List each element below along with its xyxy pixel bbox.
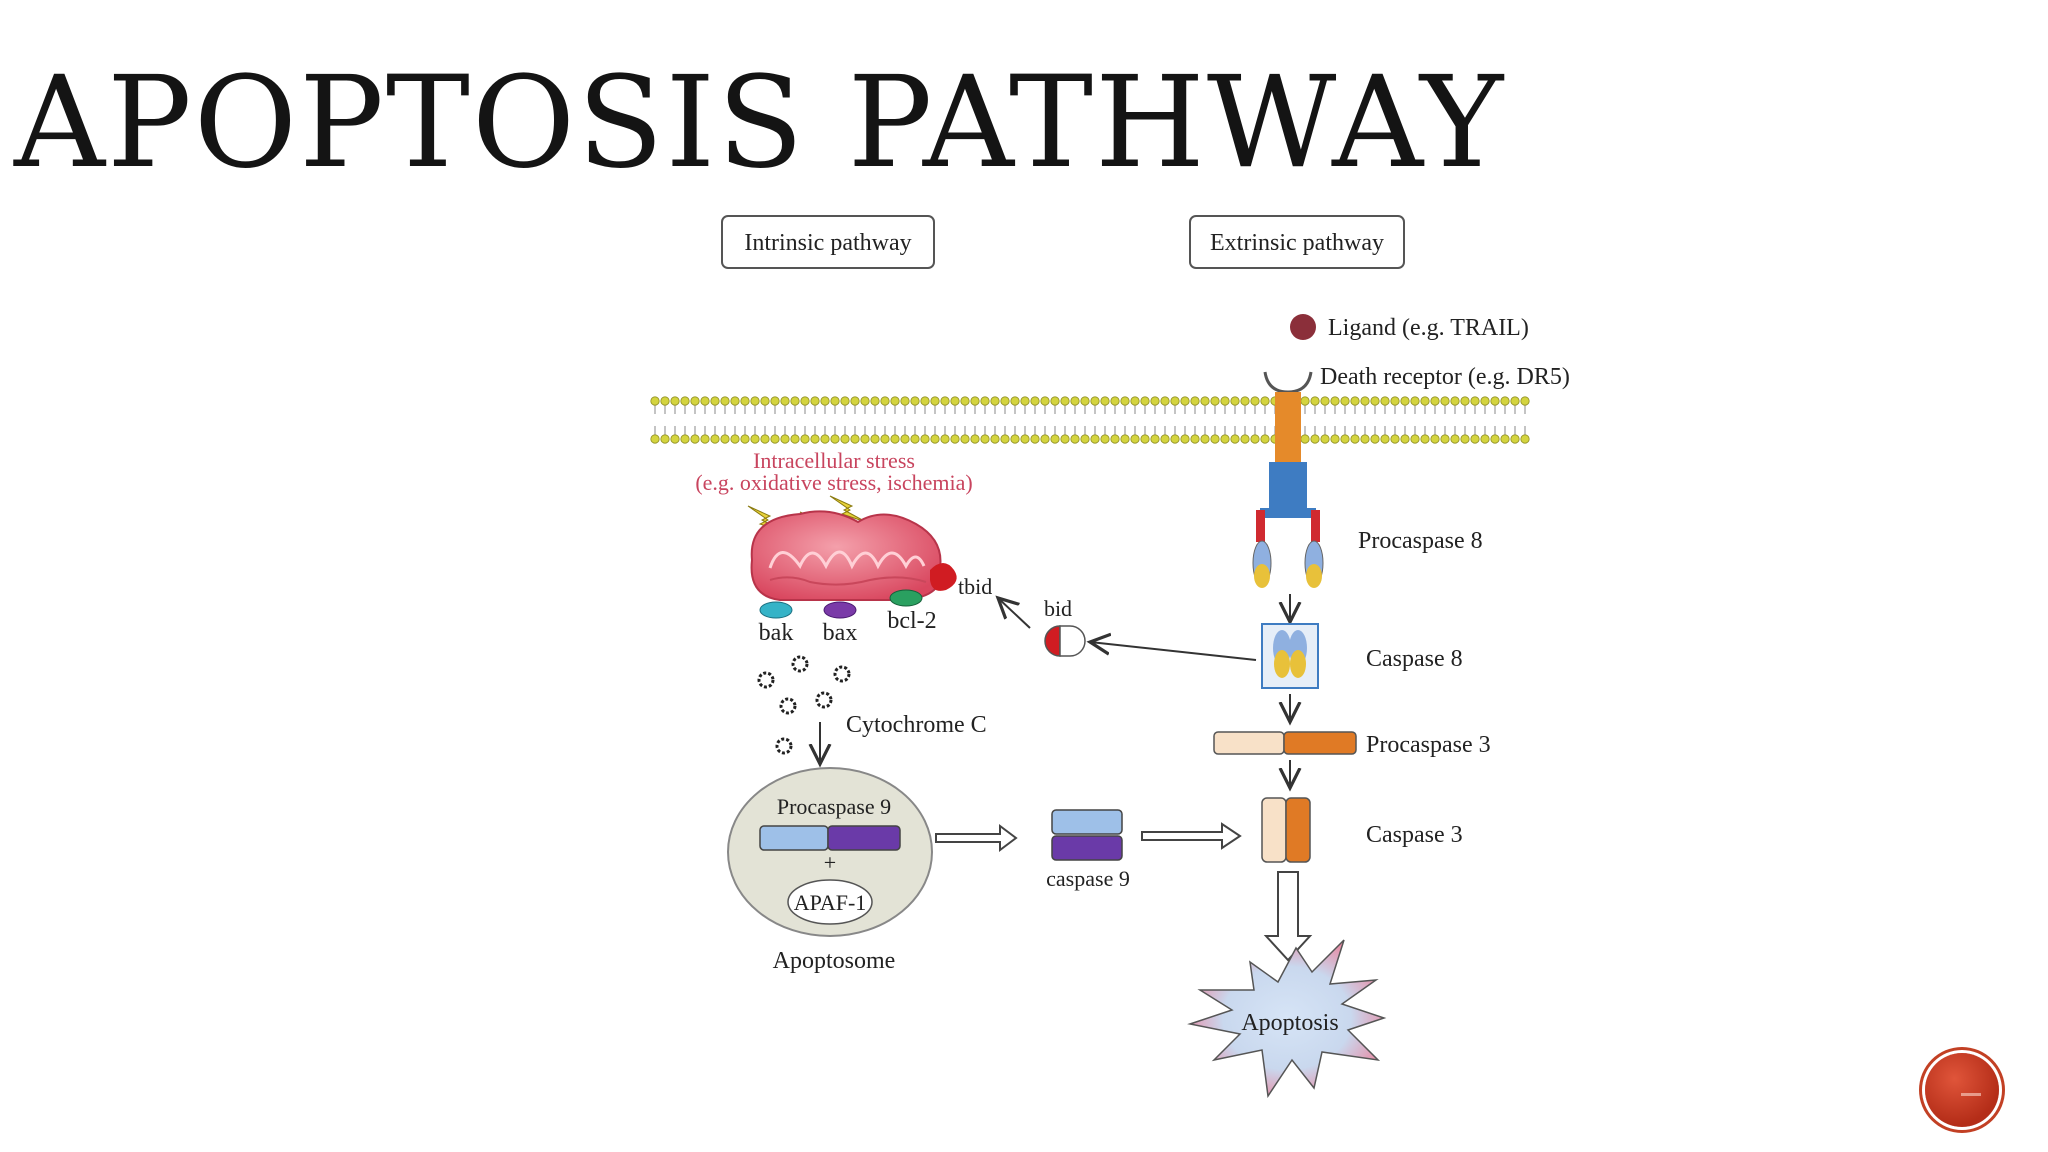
caspase8-label: Caspase 8 [1366, 646, 1463, 672]
caspase9-label: caspase 9 [1046, 866, 1130, 891]
cell-membrane [650, 396, 1530, 444]
bak-label: bak [759, 620, 794, 646]
procaspase3-shape [1213, 731, 1357, 755]
arrow-apoptosome-to-caspase9 [935, 824, 1018, 852]
bak-shape [759, 601, 793, 619]
death-receptor [1260, 371, 1316, 518]
apoptosome: Procaspase 9 + APAF-1 [727, 767, 933, 937]
intrinsic-pathway-box: Intrinsic pathway [721, 215, 935, 269]
ligand-dot [1290, 314, 1316, 340]
slide-title: APOPTOSIS PATHWAY [14, 49, 1506, 196]
tbid-label: tbid [958, 574, 992, 599]
stress-label-line1: Intracellular stress [753, 448, 915, 473]
bcl2-label: bcl-2 [887, 608, 936, 634]
cytochrome-c-icons [757, 655, 851, 755]
mitochondrion-shape [750, 510, 942, 601]
caspase9-shape [1051, 809, 1123, 861]
extrinsic-pathway-box: Extrinsic pathway [1189, 215, 1405, 269]
caspase3-shape [1261, 797, 1311, 863]
arrow-to-apoptosis [1263, 871, 1313, 962]
cytochrome-c-label: Cytochrome C [846, 712, 987, 738]
bid-label: bid [1044, 596, 1072, 621]
extrinsic-pathway-label: Extrinsic pathway [1210, 230, 1384, 256]
intrinsic-pathway-label: Intrinsic pathway [744, 230, 911, 256]
apaf1-label: APAF-1 [794, 890, 867, 915]
apoptosome-label: Apoptosome [773, 948, 896, 974]
procaspase9-shape [759, 825, 829, 851]
arrow-caspase9-to-caspase3 [1141, 822, 1242, 850]
arrow-caspase8-to-bid [1090, 642, 1257, 661]
stress-label-line2: (e.g. oxidative stress, ischemia) [695, 470, 972, 495]
tbid-shape [930, 563, 957, 591]
home-icon [1961, 1093, 1981, 1096]
plus-sign: + [824, 850, 836, 875]
bcl2-shape [889, 589, 923, 607]
caspase8-shape [1261, 623, 1319, 689]
death-receptor-label: Death receptor (e.g. DR5) [1320, 364, 1570, 390]
bax-label: bax [823, 620, 858, 646]
slide-nav-button[interactable] [1925, 1053, 1999, 1127]
bid-shape [1044, 625, 1086, 657]
caspase3-label: Caspase 3 [1366, 822, 1463, 848]
procaspase9-label: Procaspase 9 [777, 794, 891, 819]
ligand-label: Ligand (e.g. TRAIL) [1328, 315, 1529, 341]
arrow-bid-to-tbid [998, 598, 1031, 629]
apoptosis-label: Apoptosis [1241, 1010, 1338, 1036]
apoptosis-burst: Apoptosis [1187, 939, 1387, 1099]
bax-shape [823, 601, 857, 619]
procaspase3-label: Procaspase 3 [1366, 732, 1491, 758]
procaspase8-label: Procaspase 8 [1358, 528, 1483, 554]
procaspase8-shape [1252, 510, 1324, 588]
